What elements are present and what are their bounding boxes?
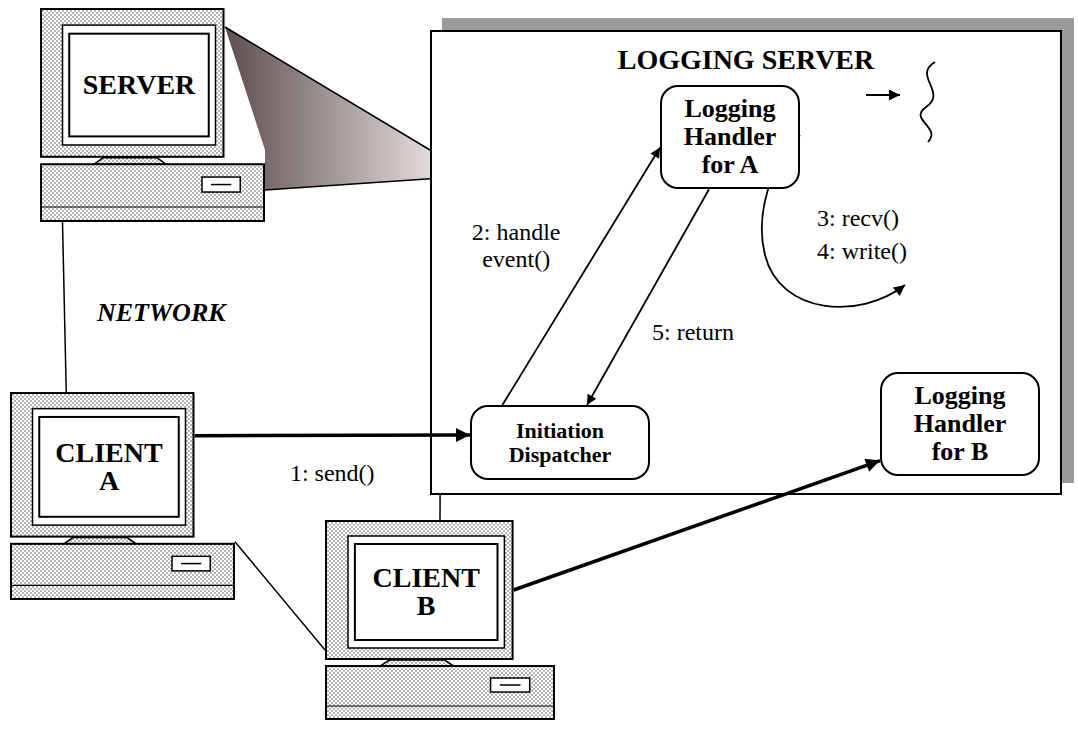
message-arrow	[195, 433, 471, 437]
computer-outline	[40, 8, 265, 222]
box-label: Logging Handler for B	[900, 382, 1020, 466]
screen-area: CLIENT A	[39, 417, 179, 517]
dispatcher-box: Initiation Dispatcher	[470, 405, 650, 480]
edge-label: 5: return	[650, 319, 736, 346]
network-line	[439, 495, 441, 520]
handler-box: Logging Handler for B	[880, 372, 1040, 476]
screen-area: SERVER	[69, 34, 209, 137]
network-line	[235, 542, 325, 650]
computer-outline	[10, 392, 235, 600]
computer-label: SERVER	[83, 71, 196, 99]
zoom-line	[225, 27, 430, 150]
computer-outline	[325, 520, 555, 720]
client-computer: CLIENT B	[325, 520, 555, 720]
thread-squiggle	[921, 62, 935, 142]
network-label: NETWORK	[95, 298, 228, 327]
edge-label: 1: send()	[288, 460, 377, 487]
edge-label: 2: handle event()	[452, 219, 581, 273]
thread-arrow	[866, 94, 900, 96]
network-line	[265, 179, 430, 190]
box-label: Logging Handler for A	[674, 95, 786, 179]
computer-label: CLIENT A	[47, 439, 171, 495]
message-arrow	[514, 461, 880, 590]
server-computer: SERVER	[40, 8, 265, 222]
step-label: 3: recv()	[815, 205, 901, 232]
frame-heading: LOGGING SERVER	[432, 32, 1060, 76]
computer-label: CLIENT B	[364, 564, 488, 620]
handler-box: Logging Handler for A	[660, 85, 800, 189]
server-frame: LOGGING SERVER Logging Handler for A Initi…	[430, 30, 1062, 495]
step-label: 4: write()	[815, 238, 909, 265]
client-computer: CLIENT A	[10, 392, 235, 600]
message-arrow	[502, 148, 660, 405]
box-label: Initiation Dispatcher	[484, 419, 636, 467]
screen-area: CLIENT B	[355, 544, 498, 640]
network-line	[63, 222, 67, 392]
message-arrow	[587, 189, 709, 405]
